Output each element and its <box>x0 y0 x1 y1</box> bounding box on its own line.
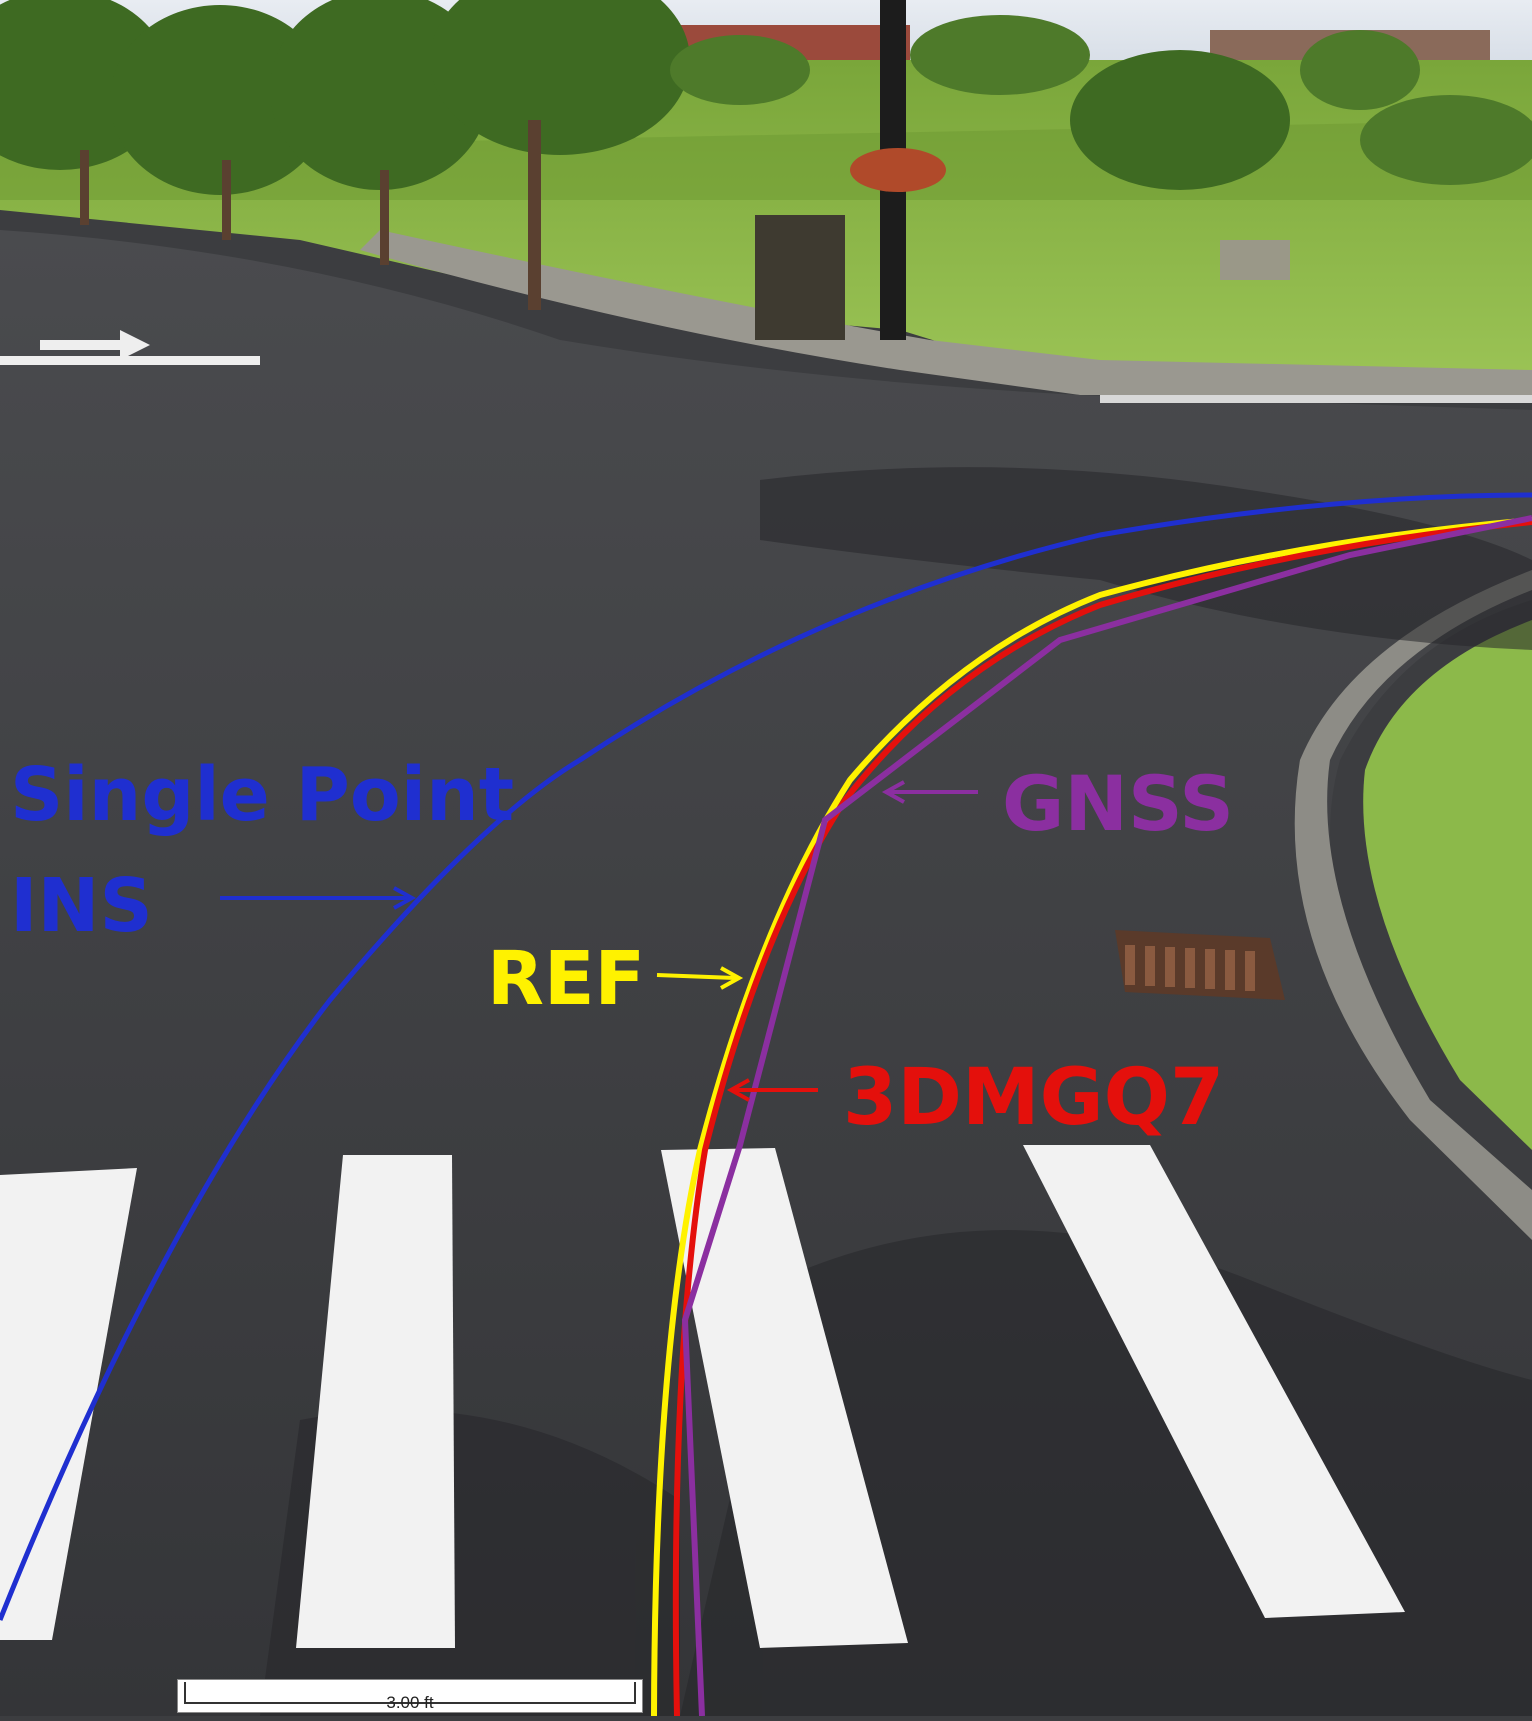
label-3dmgq7: 3DMGQ7 <box>843 1053 1225 1143</box>
label-ref: REF <box>487 936 646 1022</box>
grass-island <box>1363 620 1532 1150</box>
label-single-point-ins-line2: INS <box>10 863 153 949</box>
turn-arrow <box>40 330 150 360</box>
annotation-arrows <box>220 780 978 1102</box>
ref-arrow <box>656 973 736 980</box>
scale-bar: 3.00 ft <box>177 1679 643 1713</box>
tree-line <box>0 0 1532 195</box>
utility-box <box>755 215 845 340</box>
trajectory-ref <box>651 517 1532 1717</box>
label-single-point-ins: Single Point INS <box>10 740 514 962</box>
curb <box>1294 570 1532 1240</box>
label-gnss: GNSS <box>1002 759 1235 848</box>
scale-bar-text: 3.00 ft <box>386 1693 434 1712</box>
stop-line <box>0 356 260 365</box>
trajectory-single-point-ins <box>0 492 1532 1621</box>
scale-bar-ruler <box>184 1682 636 1704</box>
label-single-point-ins-line1: Single Point <box>10 752 515 838</box>
sidewalk <box>360 230 1532 395</box>
storm-drain <box>1115 930 1285 1000</box>
crosswalk <box>0 1145 1405 1648</box>
trajectory-gnss <box>681 515 1532 1717</box>
